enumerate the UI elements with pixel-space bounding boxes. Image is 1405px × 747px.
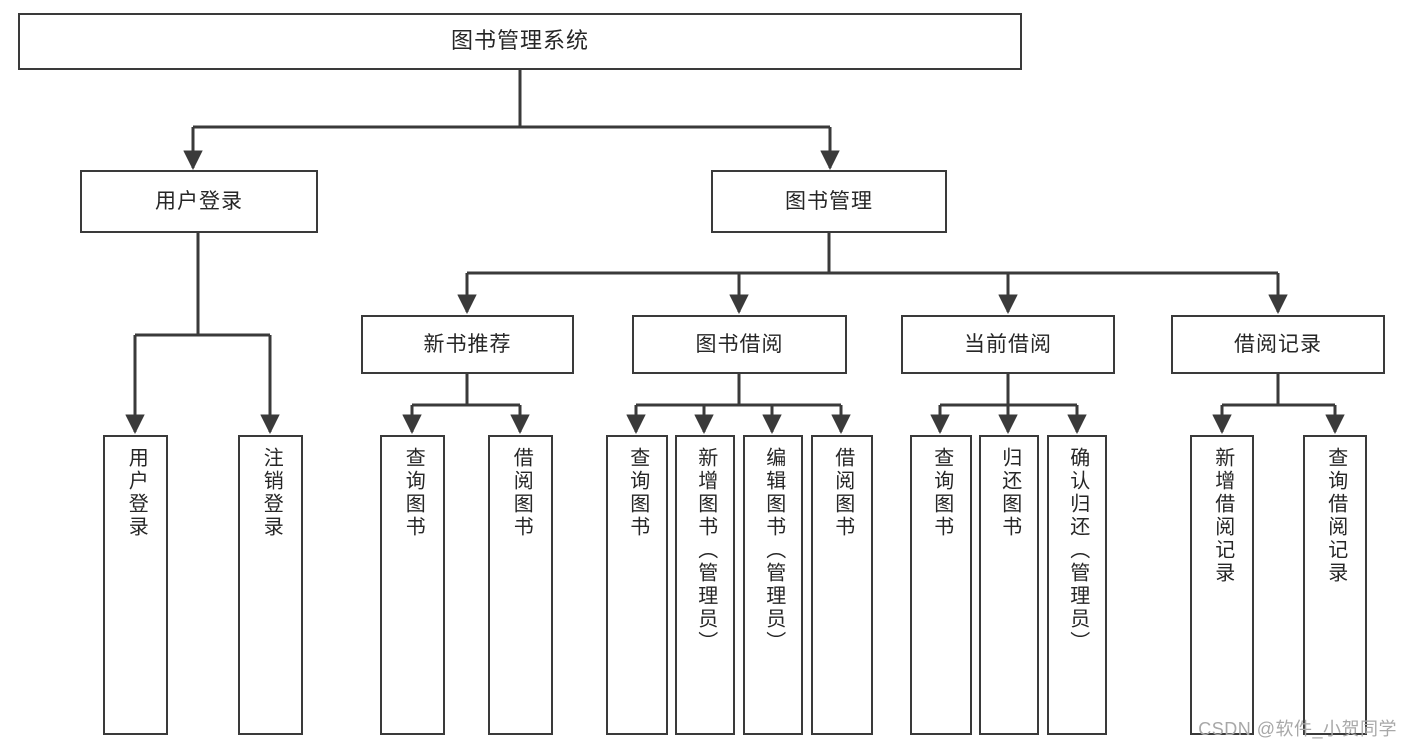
leaf-label: 新增借阅记录 [1211, 447, 1234, 585]
leaf-label: 新增图书（管理员） [694, 447, 717, 654]
node-label: 用户登录 [155, 189, 243, 213]
leaf-book-borrow-add-admin[interactable]: 新增图书（管理员） [675, 435, 735, 735]
leaf-label: 确认归还（管理员） [1066, 447, 1089, 654]
leaf-label: 用户登录 [125, 447, 148, 539]
node-label: 借阅记录 [1234, 332, 1322, 356]
node-root-book-management-system[interactable]: 图书管理系统 [18, 13, 1022, 70]
leaf-new-book-query[interactable]: 查询图书 [380, 435, 445, 735]
leaf-label: 查询图书 [930, 447, 953, 539]
leaf-label: 注销登录 [260, 447, 283, 539]
leaf-current-borrow-query[interactable]: 查询图书 [910, 435, 972, 735]
leaf-label: 借阅图书 [510, 447, 533, 539]
node-book-borrow[interactable]: 图书借阅 [632, 315, 847, 374]
leaf-label: 编辑图书（管理员） [762, 447, 785, 654]
node-new-book-recommend[interactable]: 新书推荐 [361, 315, 574, 374]
leaf-user-login-signout[interactable]: 注销登录 [238, 435, 303, 735]
node-borrow-record[interactable]: 借阅记录 [1171, 315, 1385, 374]
node-current-borrow[interactable]: 当前借阅 [901, 315, 1115, 374]
leaf-label: 查询图书 [402, 447, 425, 539]
leaf-borrow-record-query[interactable]: 查询借阅记录 [1303, 435, 1367, 735]
node-label: 图书管理 [785, 189, 873, 213]
leaf-borrow-record-add[interactable]: 新增借阅记录 [1190, 435, 1254, 735]
leaf-book-borrow-query[interactable]: 查询图书 [606, 435, 668, 735]
leaf-label: 查询借阅记录 [1324, 447, 1347, 585]
node-label: 新书推荐 [423, 332, 512, 356]
node-book-management[interactable]: 图书管理 [711, 170, 947, 233]
node-label: 图书借阅 [695, 332, 784, 356]
leaf-user-login-signin[interactable]: 用户登录 [103, 435, 168, 735]
leaf-label: 查询图书 [626, 447, 649, 539]
leaf-current-borrow-confirm-admin[interactable]: 确认归还（管理员） [1047, 435, 1107, 735]
csdn-watermark: CSDN @软件_小贺同学 [1198, 719, 1397, 739]
node-label: 图书管理系统 [450, 28, 589, 54]
leaf-current-borrow-return[interactable]: 归还图书 [979, 435, 1039, 735]
leaf-book-borrow-edit-admin[interactable]: 编辑图书（管理员） [743, 435, 803, 735]
leaf-new-book-borrow[interactable]: 借阅图书 [488, 435, 553, 735]
node-label: 当前借阅 [964, 332, 1052, 356]
leaf-book-borrow-borrow[interactable]: 借阅图书 [811, 435, 873, 735]
leaf-label: 归还图书 [998, 447, 1021, 539]
leaf-label: 借阅图书 [831, 447, 854, 539]
node-user-login[interactable]: 用户登录 [80, 170, 318, 233]
